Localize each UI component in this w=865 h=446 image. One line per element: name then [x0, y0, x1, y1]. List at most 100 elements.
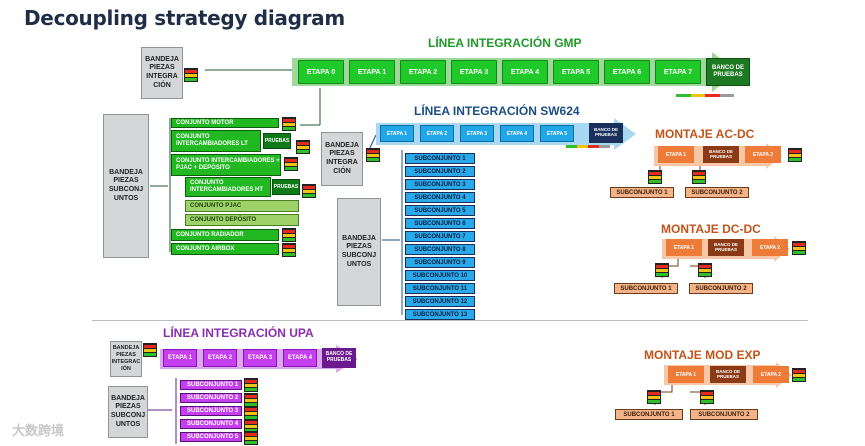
- dcdc-subconjunto-2[interactable]: SUBCONJUNTO 2: [689, 283, 753, 294]
- modexp-subconjunto-2[interactable]: SUBCONJUNTO 2: [690, 409, 758, 420]
- watermark: 大数跨境: [12, 423, 65, 438]
- traffic-light-icon: [698, 263, 712, 277]
- traffic-light-icon: [792, 241, 806, 255]
- dcdc-etapa-1[interactable]: ETAPA 1: [666, 239, 702, 256]
- dcdc-etapa-2[interactable]: ETAPA 2: [752, 239, 788, 256]
- traffic-light-icon: [282, 243, 296, 257]
- sw624-bandeja-subconjuntos: BANDEJA PIEZAS SUBCONJ UNTOS: [337, 198, 381, 306]
- modexp-etapa-1[interactable]: ETAPA 1: [668, 366, 704, 383]
- traffic-light-icon: [143, 343, 157, 357]
- traffic-light-icon: [296, 140, 310, 154]
- sw624-subconjunto-1[interactable]: SUBCONJUNTO 1: [405, 153, 475, 164]
- conjunto-airbox[interactable]: CONJUNTO AIRBOX: [171, 243, 279, 255]
- upa-etapa-3[interactable]: ETAPA 3: [243, 349, 277, 367]
- sw624-subconjunto-7[interactable]: SUBCONJUNTO 7: [405, 231, 475, 242]
- sw624-etapa-1[interactable]: ETAPA 1: [380, 125, 414, 142]
- upa-header: LÍNEA INTEGRACIÓN UPA: [163, 326, 314, 340]
- sw624-subconjunto-8[interactable]: SUBCONJUNTO 8: [405, 244, 475, 255]
- traffic-light-icon: [184, 68, 198, 82]
- acdc-header: MONTAJE AC-DC: [655, 127, 755, 141]
- modexp-subconjunto-1[interactable]: SUBCONJUNTO 1: [615, 409, 683, 420]
- upa-subconjunto-3[interactable]: SUBCONJUNTO 3: [180, 406, 242, 416]
- traffic-light-icon: [692, 170, 706, 184]
- sw624-status-bar: [566, 145, 610, 148]
- gmp-etapa-6[interactable]: ETAPA 6: [604, 60, 650, 84]
- traffic-light-icon: [282, 228, 296, 242]
- conjunto-intercambiadores-lt[interactable]: CONJUNTO INTERCAMBIADORES LT: [171, 130, 261, 152]
- dcdc-banco-pruebas[interactable]: BANCO DE PRUEBAS: [708, 239, 744, 256]
- gmp-etapa-0[interactable]: ETAPA 0: [298, 60, 344, 84]
- sw624-etapa-3[interactable]: ETAPA 3: [460, 125, 494, 142]
- sw624-subconjunto-6[interactable]: SUBCONJUNTO 6: [405, 218, 475, 229]
- gmp-pruebas-1[interactable]: PRUEBAS: [263, 133, 291, 149]
- gmp-etapa-2[interactable]: ETAPA 2: [400, 60, 446, 84]
- page-title: Decoupling strategy diagram: [24, 6, 345, 30]
- acdc-subconjunto-1[interactable]: SUBCONJUNTO 1: [610, 187, 674, 198]
- gmp-pruebas-2[interactable]: PRUEBAS: [272, 179, 300, 195]
- conjunto-radiador[interactable]: CONJUNTO RADIADOR: [171, 229, 279, 241]
- gmp-etapa-5[interactable]: ETAPA 5: [553, 60, 599, 84]
- gmp-etapa-4[interactable]: ETAPA 4: [502, 60, 548, 84]
- acdc-banco-pruebas[interactable]: BANCO DE PRUEBAS: [703, 146, 739, 163]
- sw624-etapa-2[interactable]: ETAPA 2: [420, 125, 454, 142]
- upa-etapas-row: ETAPA 1 ETAPA 2 ETAPA 3 ETAPA 4: [163, 349, 317, 367]
- sw624-subconjunto-5[interactable]: SUBCONJUNTO 5: [405, 205, 475, 216]
- upa-banco-pruebas[interactable]: BANCO DE PRUEBAS: [322, 348, 356, 368]
- acdc-etapa-2[interactable]: ETAPA 2: [745, 146, 781, 163]
- gmp-banco-pruebas[interactable]: BANCO DE PRUEBAS: [706, 58, 750, 86]
- gmp-etapa-7[interactable]: ETAPA 7: [655, 60, 701, 84]
- traffic-light-icon: [244, 378, 258, 392]
- sw624-etapas-row: ETAPA 1 ETAPA 2 ETAPA 3 ETAPA 4 ETAPA 5: [380, 125, 574, 142]
- conjunto-motor[interactable]: CONJUNTO MOTOR: [171, 118, 279, 128]
- dcdc-header: MONTAJE DC-DC: [661, 222, 761, 236]
- gmp-bandeja-integracion: BANDEJA PIEZAS INTEGRA CIÓN: [141, 47, 183, 99]
- upa-subconjunto-4[interactable]: SUBCONJUNTO 4: [180, 419, 242, 429]
- traffic-light-icon: [282, 117, 296, 131]
- sw624-etapa-4[interactable]: ETAPA 4: [500, 125, 534, 142]
- traffic-light-icon: [302, 184, 316, 198]
- conjunto-deposito[interactable]: CONJUNTO DEPÓSITO: [185, 214, 299, 226]
- sw624-etapa-5[interactable]: ETAPA 5: [540, 125, 574, 142]
- upa-subconjunto-5[interactable]: SUBCONJUNTO 5: [180, 432, 242, 442]
- dcdc-subconjunto-1[interactable]: SUBCONJUNTO 1: [614, 283, 678, 294]
- sw624-subconjunto-11[interactable]: SUBCONJUNTO 11: [405, 283, 475, 294]
- sw624-bandeja-integracion: BANDEJA PIEZAS INTEGRA CIÓN: [321, 132, 363, 186]
- upa-etapa-2[interactable]: ETAPA 2: [203, 349, 237, 367]
- gmp-etapa-1[interactable]: ETAPA 1: [349, 60, 395, 84]
- traffic-light-icon: [647, 390, 661, 404]
- gmp-etapas-row: ETAPA 0 ETAPA 1 ETAPA 2 ETAPA 3 ETAPA 4 …: [298, 60, 701, 84]
- conjunto-pjac[interactable]: CONJUNTO PJAC: [185, 200, 299, 212]
- conjunto-intercambiadores-ht[interactable]: CONJUNTO INTERCAMBIADORES HT: [185, 177, 271, 197]
- traffic-light-icon: [284, 157, 298, 171]
- upa-bandeja-integracion: BANDEJA PIEZAS INTEGRAC IÓN: [110, 341, 142, 377]
- traffic-light-icon: [655, 263, 669, 277]
- upa-subconjunto-2[interactable]: SUBCONJUNTO 2: [180, 393, 242, 403]
- modexp-etapa-2[interactable]: ETAPA 2: [753, 366, 789, 383]
- traffic-light-icon: [788, 148, 802, 162]
- sw624-subconjuntos-list: SUBCONJUNTO 1 SUBCONJUNTO 2 SUBCONJUNTO …: [405, 153, 475, 320]
- gmp-etapa-3[interactable]: ETAPA 3: [451, 60, 497, 84]
- modexp-banco-pruebas[interactable]: BANCO DE PRUEBAS: [710, 366, 746, 383]
- gmp-bandeja-subconjuntos: BANDEJA PIEZAS SUBCONJ UNTOS: [103, 114, 149, 258]
- sw624-subconjunto-12[interactable]: SUBCONJUNTO 12: [405, 296, 475, 307]
- sw624-subconjunto-3[interactable]: SUBCONJUNTO 3: [405, 179, 475, 190]
- sw624-subconjunto-13[interactable]: SUBCONJUNTO 13: [405, 309, 475, 320]
- acdc-subconjunto-2[interactable]: SUBCONJUNTO 2: [685, 187, 749, 198]
- traffic-light-icon: [648, 170, 662, 184]
- gmp-header: LÍNEA INTEGRACIÓN GMP: [428, 36, 582, 50]
- sw624-subconjunto-9[interactable]: SUBCONJUNTO 9: [405, 257, 475, 268]
- upa-subconjunto-1[interactable]: SUBCONJUNTO 1: [180, 380, 242, 390]
- upa-etapa-1[interactable]: ETAPA 1: [163, 349, 197, 367]
- sw624-subconjunto-4[interactable]: SUBCONJUNTO 4: [405, 192, 475, 203]
- upa-etapa-4[interactable]: ETAPA 4: [283, 349, 317, 367]
- traffic-light-icon: [366, 148, 380, 162]
- sw624-subconjunto-10[interactable]: SUBCONJUNTO 10: [405, 270, 475, 281]
- upa-subconjuntos-list: SUBCONJUNTO 1 SUBCONJUNTO 2 SUBCONJUNTO …: [180, 380, 242, 442]
- conjunto-intercambiadores-pjac-deposito[interactable]: CONJUNTO INTERCAMBIADORES + PJAC + DEPÓS…: [171, 154, 281, 176]
- section-divider: [92, 320, 808, 321]
- sw624-banco-pruebas[interactable]: BANCO DE PRUEBAS: [589, 123, 623, 143]
- sw624-subconjunto-2[interactable]: SUBCONJUNTO 2: [405, 166, 475, 177]
- traffic-light-icon: [244, 393, 258, 407]
- traffic-light-icon: [244, 419, 258, 433]
- acdc-etapa-1[interactable]: ETAPA 1: [658, 146, 694, 163]
